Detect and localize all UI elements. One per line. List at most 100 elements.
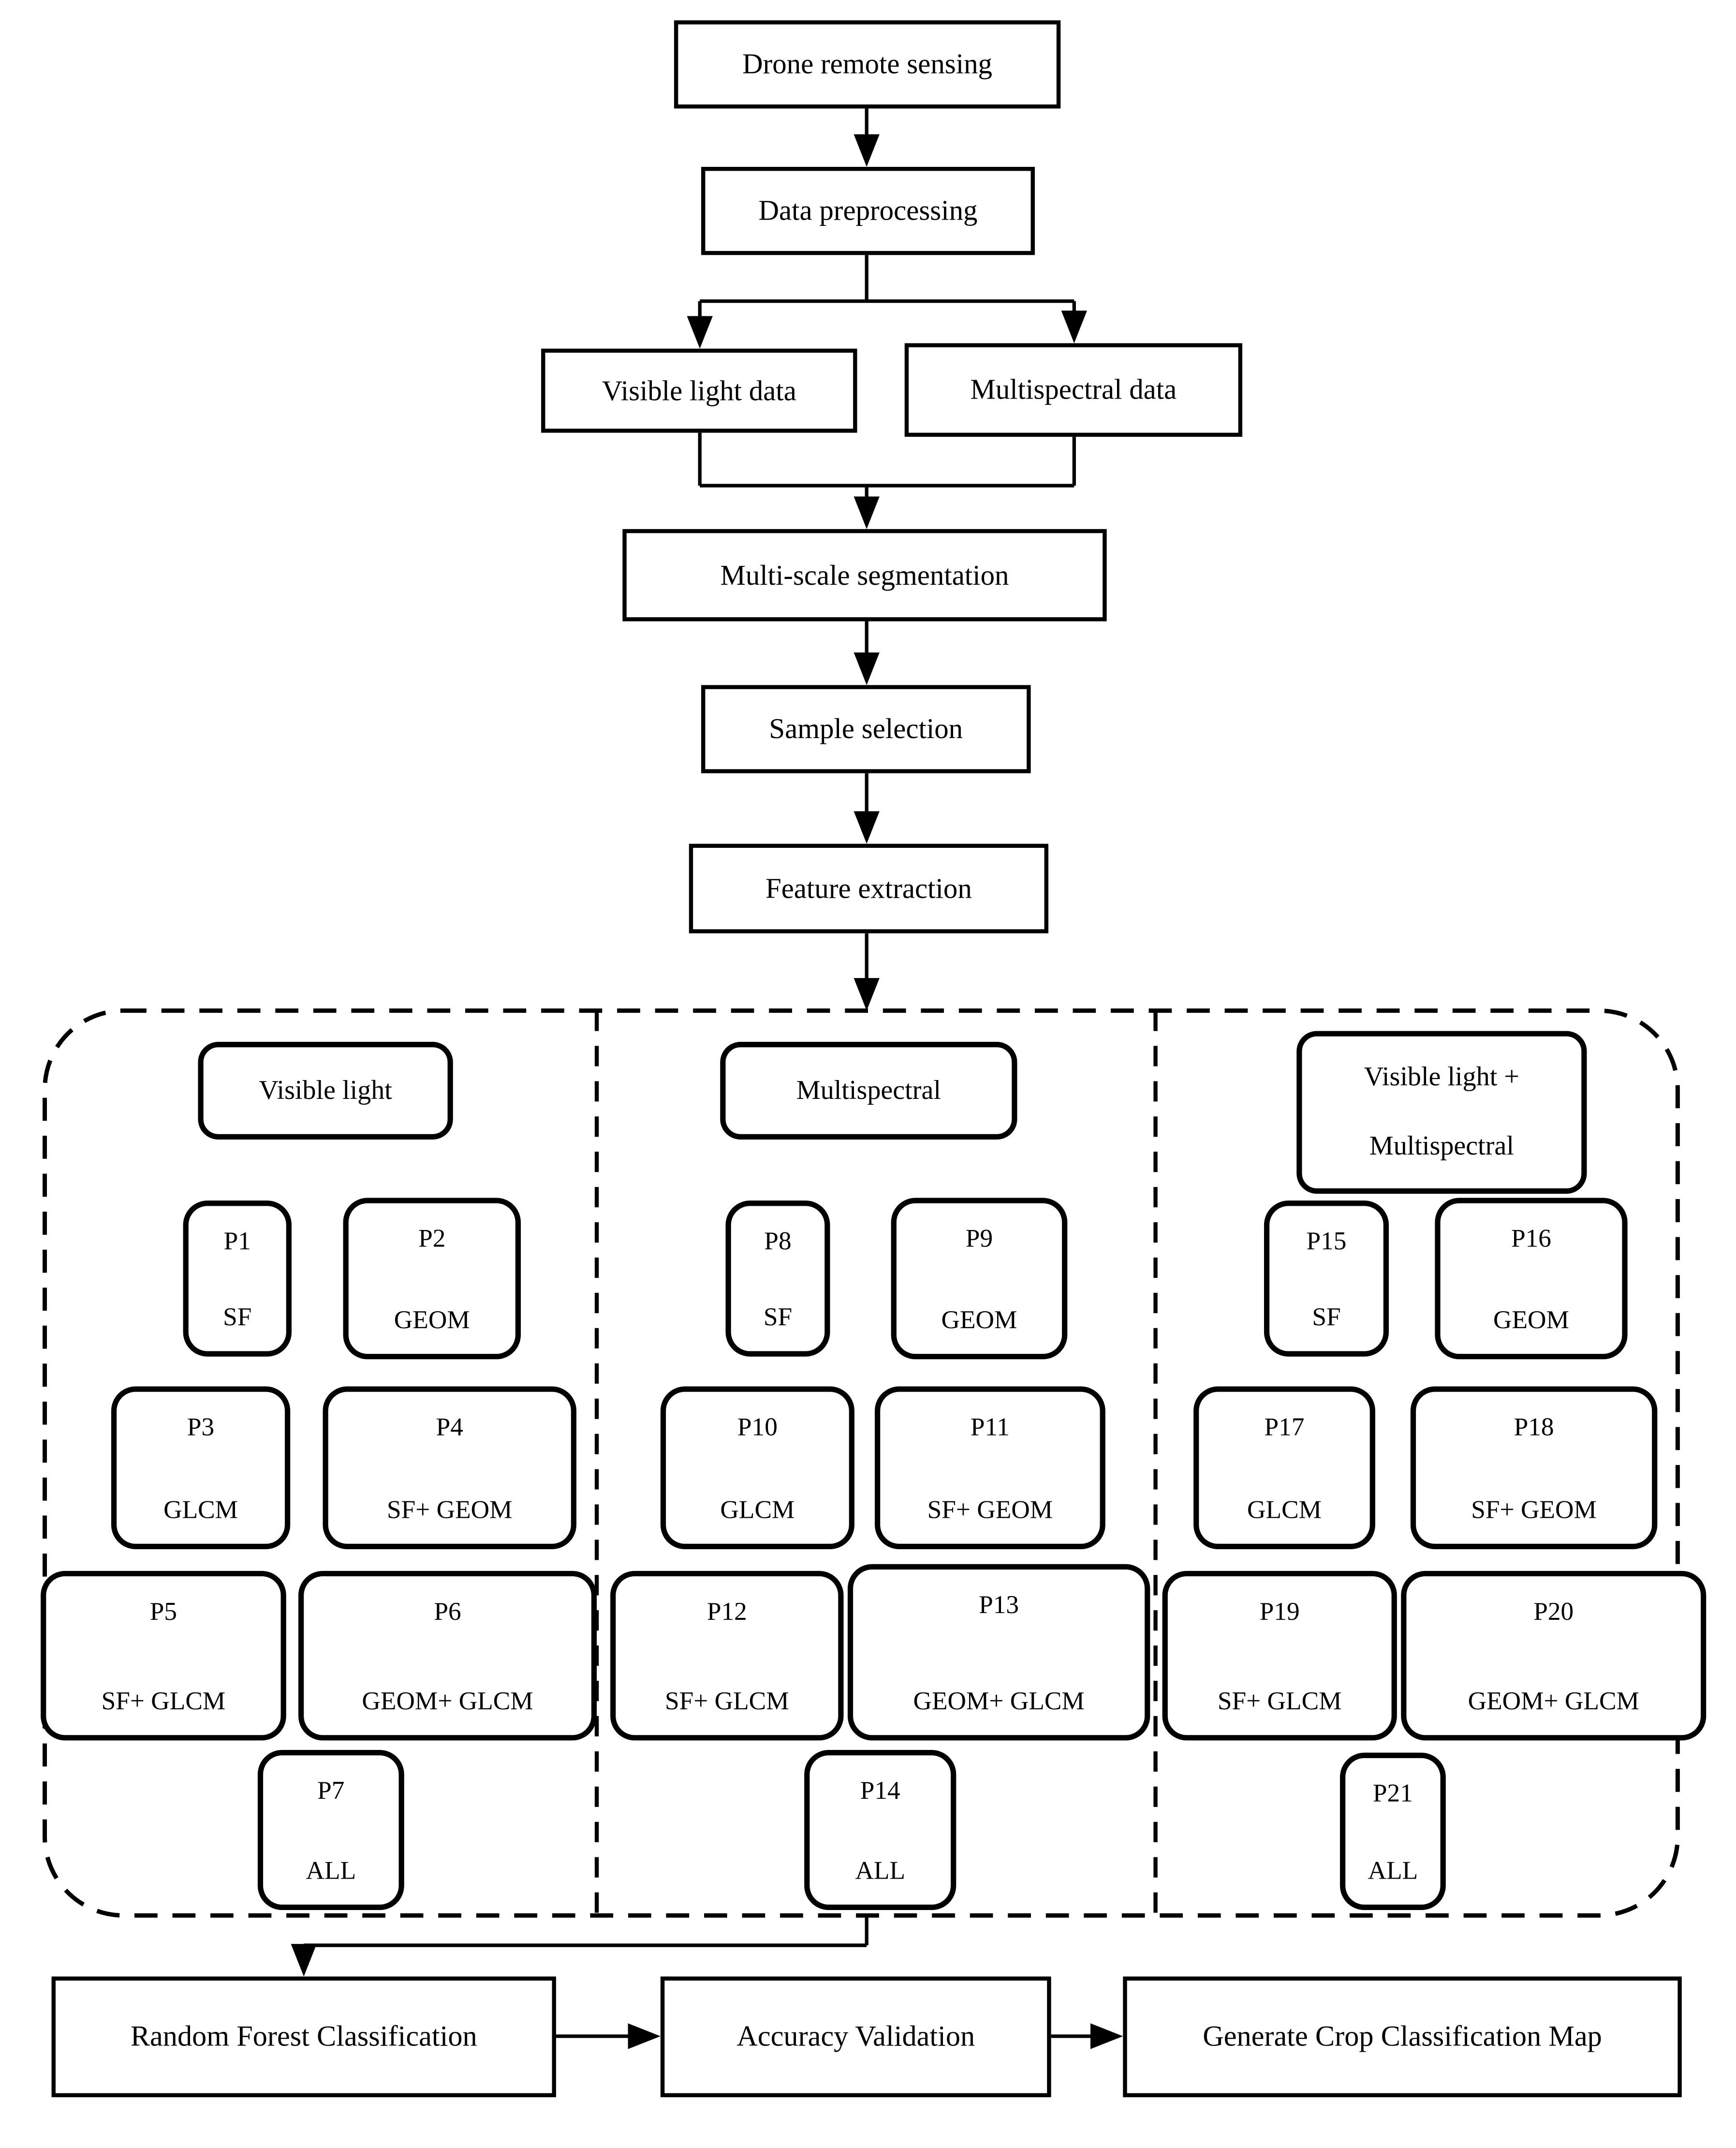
process-code: P15 [1306,1228,1347,1257]
process-features: SF+ GLCM [101,1688,226,1717]
process-features: GEOM [941,1306,1017,1335]
process-features: GLCM [720,1496,795,1526]
arrow-random-forest-to-accuracy [556,2023,661,2049]
step-label: Multi-scale segmentation [720,559,1009,592]
process-box-p10: P10 GLCM [660,1386,854,1549]
column-header-visible-light: Visible light [198,1042,453,1140]
step-sample-selection: Sample selection [701,685,1031,773]
process-code: P16 [1511,1225,1551,1254]
process-box-p17: P17 GLCM [1193,1386,1375,1549]
process-box-p13: P13 GEOM+ GLCM [847,1564,1150,1741]
process-box-p21: P21 ALL [1340,1752,1446,1911]
process-code: P20 [1533,1598,1574,1627]
process-code: P12 [706,1598,747,1627]
step-label: Feature extraction [765,872,972,905]
process-features: GLCM [1247,1496,1322,1526]
process-box-p20: P20 GEOM+ GLCM [1401,1570,1707,1741]
arrow-accuracy-to-map [1051,2023,1123,2049]
process-code: P14 [860,1777,900,1806]
process-features: GEOM [1493,1306,1569,1335]
step-multispectral-data: Multispectral data [904,343,1243,437]
column-header-visible-plus-multispectral: Visible light + Multispectral [1296,1031,1587,1194]
connector-merge-to-segmentation [698,432,1076,529]
arrow-segmentation-to-sample [853,621,880,685]
step-feature-extraction: Feature extraction [689,844,1049,933]
process-box-p14: P14 ALL [804,1750,956,1911]
process-code: P9 [965,1225,993,1254]
process-features: GEOM+ GLCM [913,1688,1085,1717]
arrow-drone-to-preprocessing [853,108,880,167]
process-features: ALL [306,1857,356,1886]
process-features: SF+ GLCM [664,1688,789,1717]
process-code: P7 [317,1777,345,1806]
process-features: ALL [855,1857,906,1886]
step-label: Generate Crop Classification Map [1203,2020,1602,2053]
process-box-p7: P7 ALL [257,1750,404,1911]
process-features: GEOM+ GLCM [1468,1688,1639,1717]
step-data-preprocessing: Data preprocessing [701,166,1035,255]
arrow-preprocessing-split [687,255,1087,349]
step-label: Multispectral data [970,373,1177,406]
process-code: P11 [970,1413,1010,1442]
process-box-p6: P6 GEOM+ GLCM [298,1570,597,1741]
column-header-label-line1: Visible light + [1364,1062,1519,1092]
process-box-p3: P3 GLCM [111,1386,291,1549]
process-code: P1 [223,1228,251,1257]
arrow-feature-to-panel [853,933,880,1011]
process-box-p5: P5 SF+ GLCM [41,1570,286,1741]
column-header-multispectral: Multispectral [720,1042,1017,1140]
process-features: SF [1312,1304,1341,1333]
step-drone-remote-sensing: Drone remote sensing [674,20,1061,109]
process-features: SF+ GLCM [1217,1688,1342,1717]
process-code: P21 [1372,1779,1413,1808]
column-header-label-line2: Multispectral [1369,1131,1514,1161]
process-code: P5 [149,1598,177,1627]
step-label: Random Forest Classification [130,2020,477,2053]
step-label: Drone remote sensing [742,48,993,81]
process-features: ALL [1368,1857,1418,1886]
process-code: P4 [436,1413,463,1442]
step-multiscale-segmentation: Multi-scale segmentation [622,529,1107,622]
process-box-p19: P19 SF+ GLCM [1162,1570,1397,1741]
arrow-sample-to-feature [853,773,880,844]
step-label: Data preprocessing [758,194,978,227]
column-header-label: Multispectral [796,1075,941,1105]
process-code: P17 [1264,1413,1305,1442]
step-label: Accuracy Validation [736,2020,975,2053]
process-box-p2: P2 GEOM [343,1198,521,1360]
process-code: P19 [1259,1598,1300,1627]
process-features: GLCM [163,1496,238,1526]
process-features: GEOM [394,1306,470,1335]
process-code: P6 [434,1598,461,1627]
process-code: P8 [764,1228,792,1257]
process-box-p4: P4 SF+ GEOM [323,1386,576,1549]
process-code: P10 [737,1413,778,1442]
step-label: Sample selection [769,712,963,745]
step-accuracy-validation: Accuracy Validation [660,1976,1051,2098]
process-box-p18: P18 SF+ GEOM [1410,1386,1658,1549]
process-code: P2 [418,1225,446,1254]
dashed-feature-panel-border [43,1008,1680,1918]
process-box-p15: P15 SF [1264,1200,1389,1357]
process-features: GEOM+ GLCM [362,1688,533,1717]
process-box-p9: P9 GEOM [891,1198,1068,1360]
process-box-p1: P1 SF [183,1200,292,1357]
process-box-p16: P16 GEOM [1435,1198,1628,1360]
arrow-panel-to-random-forest [291,1915,868,1977]
process-box-p8: P8 SF [725,1200,830,1357]
step-visible-light-data: Visible light data [541,348,857,433]
process-code: P18 [1514,1413,1554,1442]
process-code: P13 [979,1591,1019,1620]
process-features: SF+ GEOM [1471,1496,1597,1526]
process-box-p12: P12 SF+ GLCM [610,1570,844,1741]
process-features: SF [223,1304,252,1333]
process-code: P3 [187,1413,215,1442]
process-features: SF [763,1304,793,1333]
process-features: SF+ GEOM [386,1496,513,1526]
process-features: SF+ GEOM [927,1496,1053,1526]
step-generate-crop-classification-map: Generate Crop Classification Map [1123,1976,1682,2098]
column-header-label: Visible light [259,1075,392,1105]
